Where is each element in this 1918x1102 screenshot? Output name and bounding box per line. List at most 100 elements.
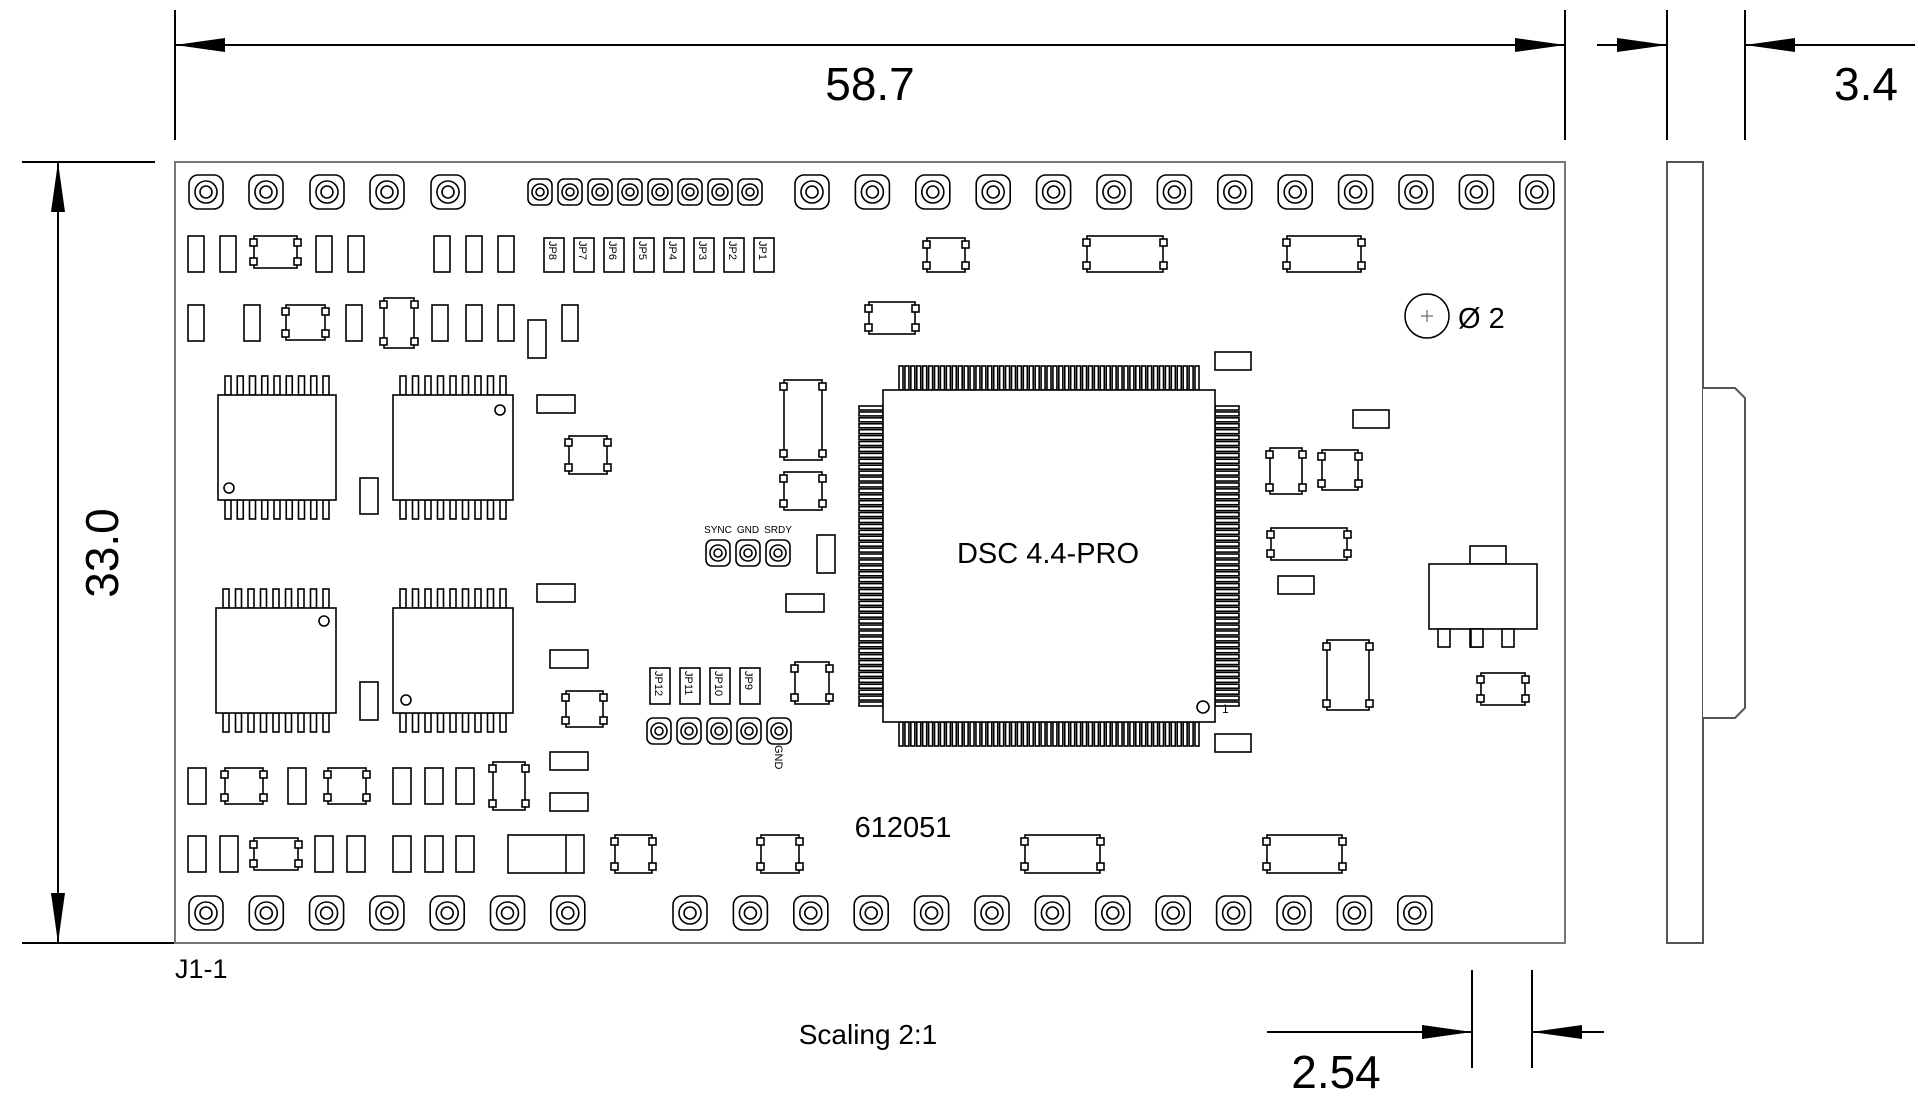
qfp-pin [858,511,884,518]
small-pad [646,717,672,745]
qfp-pin [963,365,969,391]
qfp-pin [858,440,884,447]
qfp-pin [858,647,884,654]
ic-terminal [488,764,497,773]
qfp-pin [858,417,884,423]
qfp-pin [1010,365,1017,391]
ic-terminal [561,716,570,725]
qfp-pin [986,721,993,747]
sop-pin [499,712,507,733]
ic-terminal [564,463,573,472]
resistor [424,767,444,805]
sop-pin [449,499,457,520]
ic-body [285,304,326,341]
sop-pin [309,499,318,520]
small-pad-hole [684,726,694,736]
ic-terminal [220,770,229,779]
sop-package [215,588,337,733]
sop-pin [461,588,470,609]
resistor [219,835,239,873]
small-pad [677,178,703,206]
smd-ic-small [323,767,371,805]
smd-ic-small [220,767,268,805]
header-pad [1277,174,1313,210]
sop-pin [234,588,243,609]
jumper-label: JP3 [696,241,708,260]
qfp-pin [1087,365,1094,391]
ic-terminal [795,862,804,871]
qfp-pin [1052,721,1058,747]
jumper-box [573,237,595,273]
qfp-pin [1214,671,1240,678]
ic-terminal [410,300,419,309]
qfp-pin [1058,365,1064,391]
ic-terminal [1317,479,1326,488]
ic-terminal [1020,837,1029,846]
sop-body [215,607,337,714]
header-pad [1215,895,1252,931]
resistor [392,767,412,805]
ic-terminal [1266,530,1275,539]
ic-terminal [864,304,873,313]
smd-ic-small [864,301,920,335]
resistor [424,835,444,873]
sop-pin [436,712,445,733]
qfp-pin [1214,677,1240,684]
jumper-box [679,667,701,705]
ic-terminal [779,382,788,391]
jumper-box [603,237,625,273]
qfp-pin [1214,529,1240,536]
sop-pin [399,375,407,396]
sop-pin [449,712,457,733]
qfp-pin [927,721,934,747]
qfp-pin [1052,365,1058,391]
qfp-pin [1214,452,1240,459]
sync-label: SRDY [764,525,792,536]
qfp-pin [1069,365,1076,391]
ic-terminal [259,770,268,779]
small-pad-hole [685,187,695,197]
qfp-body [882,389,1216,723]
ic-terminal [1096,862,1105,871]
sop-pin [411,712,420,733]
small-pad [735,539,761,567]
ic-terminal [790,664,799,673]
qfp-pin [957,721,964,747]
jumper-box [739,667,761,705]
smd-ic-small [756,834,804,874]
header-pad [974,895,1010,931]
small-pad-hole [743,548,753,558]
small-pad-hole [625,187,635,197]
qfp-pin [858,671,884,678]
qfp-pin [992,721,999,747]
qfp-pin [1140,721,1147,747]
qfp-pin [858,606,884,613]
header-pad-hole [865,185,880,199]
small-pad-hole [535,187,545,197]
header-pad [792,895,829,931]
ic-body [1270,527,1348,561]
header-pad-hole [1347,906,1362,920]
sop-pin [499,588,507,609]
qfp-pin [951,721,958,747]
resistor [431,304,449,342]
qfp-pin [1214,624,1240,630]
qfp-pin [1214,553,1240,559]
header-pad [672,895,708,931]
qfp-pin [858,464,884,471]
header-pad-hole [1107,185,1121,199]
qfp-pin [998,365,1005,391]
regulator-body [1428,563,1538,630]
sop-pin1-dot [494,404,506,416]
header-pad-hole [441,185,455,199]
qfp-pin [1075,365,1082,391]
header-pad-hole [1045,906,1060,920]
header-pad-hole [319,906,334,920]
resistor [219,235,237,273]
qfp-pin [1123,721,1129,747]
ic-terminal [1265,483,1274,492]
qfp-pin [1214,440,1240,447]
qfp-pin [858,470,884,476]
sop-pin [259,712,268,733]
header-pad-hole [1288,185,1302,199]
